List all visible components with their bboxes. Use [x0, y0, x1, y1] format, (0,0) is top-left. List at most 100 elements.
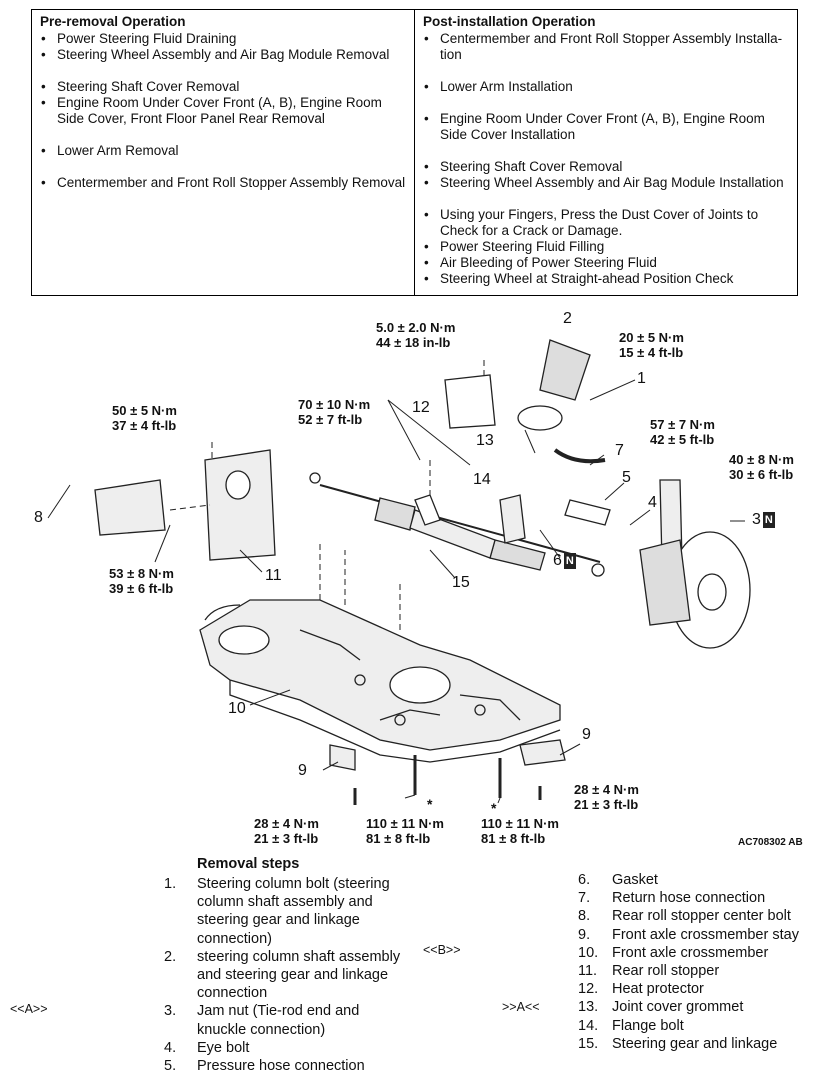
pre-removal-list: Power Steering Fluid Draining Steering W…	[40, 31, 406, 191]
callout-13: 13	[476, 432, 494, 449]
step-text: Heat protector	[612, 981, 704, 998]
callout-15: 15	[452, 574, 470, 591]
step-number: 7.	[578, 890, 591, 907]
step-item: 14. Flange bolt	[578, 1017, 814, 1035]
step-number: 8.	[578, 908, 591, 925]
pre-removal-column: Pre-removal Operation Power Steering Flu…	[32, 10, 415, 295]
step-number: 6.	[578, 872, 591, 888]
torque-label-53: 53 ± 8 N·m 39 ± 6 ft-lb	[109, 566, 174, 596]
torque-imperial: 44 ± 18 in-lb	[376, 335, 451, 350]
removal-steps-title: Removal steps	[197, 856, 300, 872]
step-item: 15. Steering gear and linkage	[578, 1035, 814, 1053]
crossmember-drawing	[199, 599, 561, 763]
step-number: 2.	[164, 948, 177, 965]
list-item: Steering Shaft Cover Removal	[423, 159, 789, 175]
step-text: Return hose connection	[612, 890, 766, 907]
step-item: 5. Pressure hose connection	[164, 1057, 404, 1075]
step-text: Front axle crossmember	[612, 944, 769, 961]
torque-label-20: 20 ± 5 N·m 15 ± 4 ft-lb	[619, 330, 684, 360]
column-shaft-drawing	[444, 339, 611, 526]
step-number: 11.	[578, 963, 598, 980]
callout-2: 2	[563, 310, 572, 327]
step-item: 8. Rear roll stopper center bolt	[578, 907, 814, 925]
torque-metric: 28 ± 4 N·m	[574, 782, 639, 797]
torque-metric: 28 ± 4 N·m	[254, 816, 319, 831]
step-item: 9. Front axle crossmember stay	[578, 926, 814, 944]
torque-imperial: 42 ± 5 ft-lb	[650, 432, 715, 447]
step-text: Pressure hose connection	[197, 1058, 365, 1075]
note-tag-a-left: <<A>>	[10, 1002, 48, 1016]
step-item: 7. Return hose connection	[578, 889, 814, 907]
torque-label-50: 50 ± 5 N·m 37 ± 4 ft-lb	[112, 403, 177, 433]
note-tag-a-right: >>A<<	[502, 1000, 540, 1014]
step-text: Gasket	[612, 872, 658, 888]
asterisk-mark: *	[427, 796, 433, 812]
step-text: steering column shaft assembly and steer…	[197, 948, 401, 1002]
torque-label-28-right: 28 ± 4 N·m 21 ± 3 ft-lb	[574, 782, 639, 812]
asterisk-mark: *	[491, 800, 497, 816]
step-text: Jam nut (Tie-rod end and knuckle connect…	[197, 1003, 360, 1038]
step-number: 1.	[164, 876, 177, 892]
step-text: Joint cover grommet	[612, 999, 744, 1016]
step-number: 4.	[164, 1039, 177, 1056]
step-number: 10.	[578, 944, 599, 961]
torque-label-5: 5.0 ± 2.0 N·m 44 ± 18 in-lb	[376, 320, 455, 350]
callout-9-left: 9	[298, 762, 307, 779]
torque-metric: 5.0 ± 2.0 N·m	[376, 320, 456, 335]
torque-imperial: 81 ± 8 ft-lb	[481, 831, 546, 846]
list-item: Using your Fingers, Press the Dust Cover…	[423, 207, 789, 239]
step-text: Steering column bolt (steering column sh…	[197, 876, 390, 947]
torque-imperial: 39 ± 6 ft-lb	[109, 581, 174, 596]
list-item: Power Steering Fluid Filling	[423, 239, 789, 255]
removal-steps-right: 6. Gasket 7. Return hose connection 8. R…	[578, 871, 814, 1053]
torque-metric: 110 ± 11 N·m	[366, 816, 444, 831]
exploded-diagram: 5.0 ± 2.0 N·m 44 ± 18 in-lb 20 ± 5 N·m 1…	[0, 300, 817, 852]
callout-number: 3	[752, 511, 761, 528]
list-item: Steering Wheel Assembly and Air Bag Modu…	[423, 175, 789, 191]
step-text: Front axle crossmember stay	[612, 926, 799, 943]
figure-id: AC708302 AB	[738, 837, 803, 848]
operation-table: Pre-removal Operation Power Steering Flu…	[31, 9, 798, 296]
step-number: 9.	[578, 926, 591, 943]
step-text: Eye bolt	[197, 1039, 250, 1056]
step-item: 4. Eye bolt	[164, 1039, 404, 1057]
torque-imperial: 30 ± 6 ft-lb	[729, 467, 794, 482]
torque-label-110-right: 110 ± 11 N·m 81 ± 8 ft-lb	[481, 816, 559, 846]
torque-metric: 20 ± 5 N·m	[619, 330, 684, 345]
post-installation-title: Post-installation Operation	[423, 14, 596, 29]
torque-label-28-left: 28 ± 4 N·m 21 ± 3 ft-lb	[254, 816, 319, 846]
callout-9-right: 9	[582, 726, 591, 743]
diagram-drawing	[47, 339, 751, 805]
torque-metric: 53 ± 8 N·m	[109, 566, 174, 581]
n-mark-icon: N	[563, 553, 576, 569]
torque-metric: 70 ± 10 N·m	[298, 397, 371, 412]
list-item: Lower Arm Removal	[40, 143, 406, 159]
step-text: Rear roll stopper center bolt	[612, 908, 791, 925]
torque-label-70: 70 ± 10 N·m 52 ± 7 ft-lb	[298, 397, 370, 427]
step-item: 12. Heat protector	[578, 980, 814, 998]
torque-imperial: 15 ± 4 ft-lb	[619, 345, 684, 360]
list-item: Lower Arm Installation	[423, 79, 789, 95]
list-item: Power Steering Fluid Draining	[40, 31, 406, 47]
step-text: Rear roll stopper	[612, 963, 720, 980]
list-item: Steering Shaft Cover Removal	[40, 79, 406, 95]
torque-label-57: 57 ± 7 N·m 42 ± 5 ft-lb	[650, 417, 715, 447]
list-item: Engine Room Under Cover Front (A, B), En…	[40, 95, 406, 127]
torque-metric: 40 ± 8 N·m	[729, 452, 794, 467]
list-item: Centermember and Front Roll Stopper Asse…	[423, 31, 789, 63]
step-number: 15.	[578, 1035, 599, 1052]
step-item: 6. Gasket	[578, 871, 814, 889]
step-text: Steering gear and linkage	[612, 1035, 778, 1052]
knuckle-drawing	[639, 479, 751, 649]
pre-removal-title: Pre-removal Operation	[40, 14, 186, 29]
step-number: 13.	[578, 999, 599, 1016]
list-item: Steering Wheel Assembly and Air Bag Modu…	[40, 47, 406, 63]
callout-8: 8	[34, 509, 43, 526]
step-item: 13. Joint cover grommet	[578, 998, 814, 1016]
list-item: Centermember and Front Roll Stopper Asse…	[40, 175, 406, 191]
step-number: 5.	[164, 1058, 177, 1075]
callout-12: 12	[412, 399, 430, 416]
post-installation-list: Centermember and Front Roll Stopper Asse…	[423, 31, 789, 287]
note-tag-b: <<B>>	[423, 943, 461, 957]
